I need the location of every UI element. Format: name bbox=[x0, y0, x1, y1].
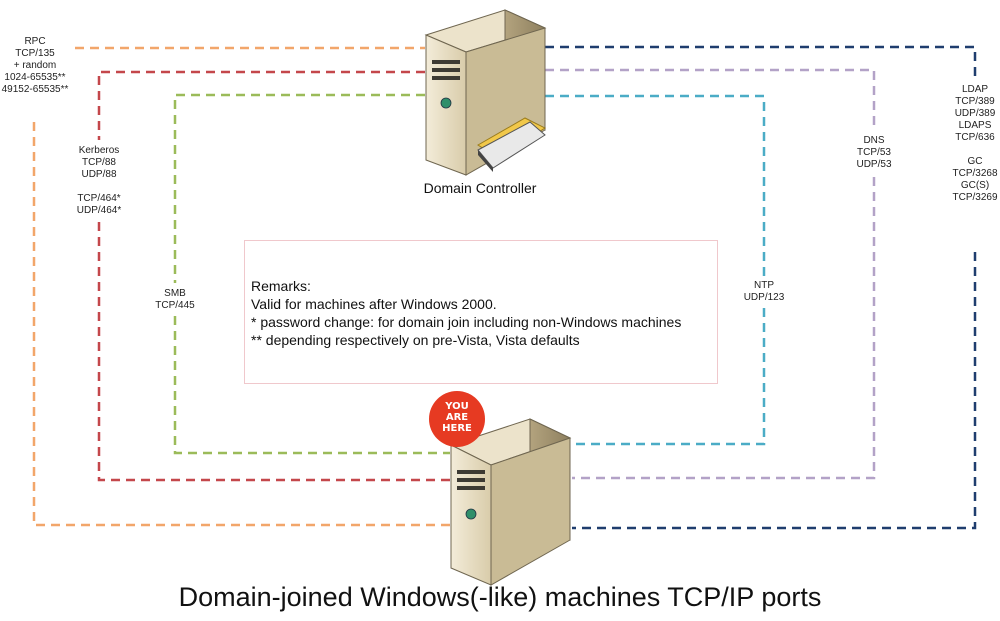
ntp-line-client bbox=[572, 308, 766, 446]
remarks-heading: Remarks: bbox=[251, 278, 311, 294]
smb-label: SMB TCP/445 bbox=[155, 288, 195, 311]
smb-line-client bbox=[173, 316, 450, 455]
kerberos-line bbox=[97, 70, 425, 140]
ntp-label: NTP UDP/123 bbox=[743, 280, 785, 303]
domain-controller-caption: Domain Controller bbox=[423, 180, 537, 196]
rpc-label: RPC TCP/135 + random 1024-65535** 49152-… bbox=[1, 36, 69, 95]
ldap-gc-line-client bbox=[572, 252, 977, 530]
dns-line bbox=[545, 68, 876, 128]
ldap-gc-line bbox=[545, 45, 977, 80]
badge-word: ARE bbox=[445, 412, 469, 423]
badge-word: HERE bbox=[442, 423, 472, 434]
diagram-title: Domain-joined Windows(-like) machines TC… bbox=[178, 582, 822, 612]
domain-controller-server-icon bbox=[424, 9, 547, 176]
rpc-line-client bbox=[32, 122, 450, 527]
remarks-line: Valid for machines after Windows 2000. bbox=[251, 296, 497, 312]
smb-line bbox=[173, 93, 425, 283]
kerberos-line-client bbox=[97, 222, 450, 482]
remarks-line: ** depending respectively on pre-Vista, … bbox=[251, 332, 580, 348]
badge-word: YOU bbox=[445, 401, 469, 412]
remarks-line: * password change: for domain join inclu… bbox=[251, 314, 682, 330]
ntp-line bbox=[545, 94, 766, 276]
ldap-gc-label: LDAP TCP/389 UDP/389 LDAPS TCP/636 GC TC… bbox=[952, 84, 998, 203]
client-machine-server-icon bbox=[449, 418, 572, 586]
remarks-box: Remarks: Valid for machines after Window… bbox=[244, 240, 718, 384]
kerberos-label: Kerberos TCP/88 UDP/88 TCP/464* UDP/464* bbox=[76, 145, 122, 216]
dns-line-client bbox=[572, 177, 876, 480]
you-are-here-badge: YOU ARE HERE bbox=[429, 391, 485, 447]
dns-label: DNS TCP/53 UDP/53 bbox=[856, 135, 892, 170]
